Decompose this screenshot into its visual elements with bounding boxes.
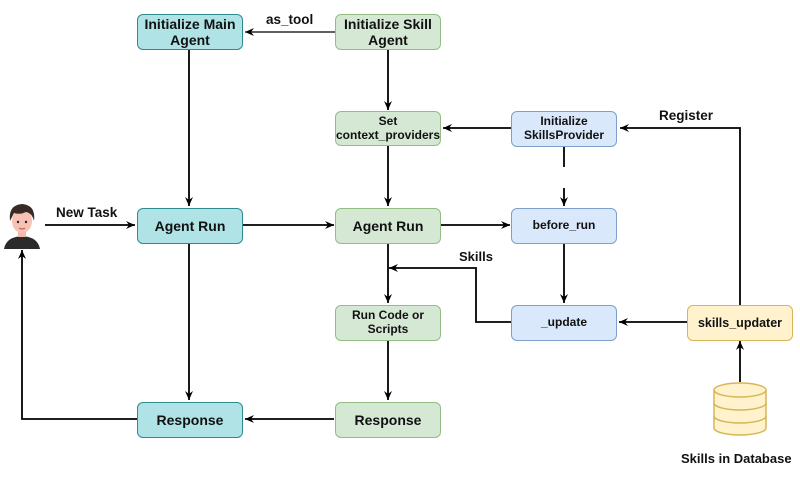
main-agent-run-label: Agent Run (154, 217, 226, 234)
database-label: Skills in Database (681, 451, 792, 466)
skills-updater-label: skills_updater (697, 315, 783, 330)
edge-response-to-user (18, 250, 137, 420)
init-skills-provider-label-1: Initialize (540, 114, 588, 129)
update-node[interactable]: _update (511, 305, 617, 341)
skill-response-label: Response (354, 411, 422, 428)
init-skills-provider-node[interactable]: Initialize SkillsProvider (511, 111, 617, 147)
skill-agent-run-node[interactable]: Agent Run (335, 208, 441, 244)
main-agent-run-node[interactable]: Agent Run (137, 208, 243, 244)
init-main-agent-node[interactable]: Initialize Main Agent (137, 14, 243, 50)
before-run-node[interactable]: before_run (511, 208, 617, 244)
skills-label: Skills (459, 249, 493, 264)
edge-register (620, 124, 741, 305)
set-context-providers-node[interactable]: Set context_providers (335, 111, 441, 146)
init-skill-agent-label: Initialize Skill Agent (344, 15, 432, 48)
set-context-providers-label-1: Set (378, 113, 398, 128)
run-code-node[interactable]: Run Code or Scripts (335, 305, 441, 341)
user-avatar-icon (4, 204, 40, 249)
new-task-label: New Task (56, 205, 118, 220)
init-skills-provider-label-2: SkillsProvider (523, 128, 605, 142)
run-code-label: Run Code or Scripts (352, 308, 424, 336)
edge-skills (389, 264, 511, 323)
main-response-node[interactable]: Response (137, 402, 243, 438)
skill-agent-run-label: Agent Run (352, 217, 424, 234)
register-label: Register (659, 108, 714, 123)
before-run-label: before_run (532, 218, 596, 233)
as-tool-label: as_tool (266, 12, 314, 27)
set-context-providers-label-2: context_providers (335, 127, 441, 142)
skill-response-node[interactable]: Response (335, 402, 441, 438)
update-label: _update (540, 315, 587, 330)
database-icon (713, 382, 767, 436)
init-main-agent-label: Initialize Main Agent (144, 15, 236, 48)
init-skill-agent-node[interactable]: Initialize Skill Agent (335, 14, 441, 50)
main-response-label: Response (156, 411, 224, 428)
skills-updater-node[interactable]: skills_updater (687, 305, 793, 341)
